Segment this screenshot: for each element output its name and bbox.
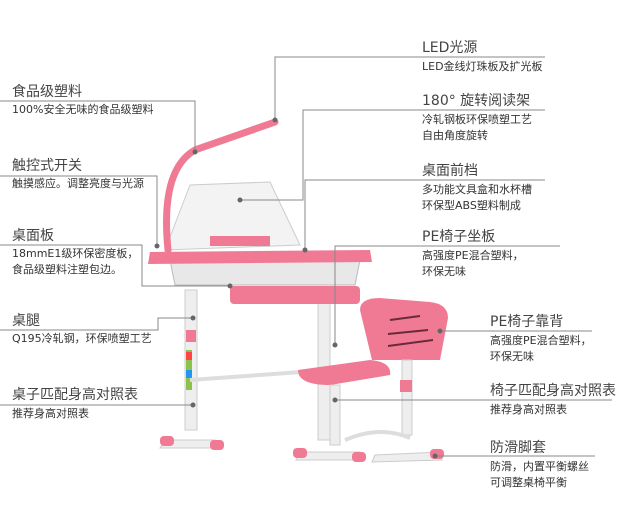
annotation-chair-backrest: PE椅子靠背 高强度PE混合塑料， 环保无味 <box>490 314 592 365</box>
annotation-desc: 可调整桌椅平衡 <box>490 476 567 489</box>
annotation-desc: 高强度PE混合塑料， <box>490 334 592 347</box>
annotation-desktop-board: 桌面板 18mmE1级环保密度板， 食品级塑料注塑包边。 <box>12 228 138 278</box>
annotation-title: 食品级塑料 <box>12 84 82 100</box>
annotation-title: 桌子匹配身高对照表 <box>12 387 138 403</box>
leader-lines <box>0 56 612 457</box>
chair <box>298 298 448 463</box>
annotation-desk-height-chart: 桌子匹配身高对照表 推荐身高对照表 <box>12 387 138 422</box>
annotation-title: 180° 旋转阅读架 <box>422 93 531 109</box>
annotation-anti-slip-feet: 防滑脚套 防滑，内置平衡螺丝 可调整桌椅平衡 <box>490 440 589 491</box>
annotation-front-guard: 桌面前档 多功能文具盒和水杯槽 环保型ABS塑料制成 <box>422 163 532 214</box>
annotation-title: LED光源 <box>422 40 478 56</box>
annotation-desc: 环保无味 <box>422 265 466 278</box>
annotation-chair-seat: PE椅子坐板 高强度PE混合塑料， 环保无味 <box>422 229 524 280</box>
annotation-chair-height-chart: 椅子匹配身高对照表 推荐身高对照表 <box>490 383 616 418</box>
annotation-desk-legs: 桌腿 Q195冷轧钢，环保喷塑工艺 <box>12 313 152 347</box>
annotation-desc: LED金线灯珠板及扩光板 <box>422 60 543 73</box>
reading-stand <box>164 181 301 251</box>
chair-seat <box>298 360 391 385</box>
annotation-title: PE椅子靠背 <box>490 314 564 330</box>
annotation-title: 椅子匹配身高对照表 <box>490 383 616 399</box>
annotation-desc: 防滑，内置平衡螺丝 <box>490 460 589 473</box>
annotation-desc: 多功能文具盒和水杯槽 <box>422 183 532 196</box>
annotation-desc: 推荐身高对照表 <box>12 407 89 420</box>
annotation-desc: 触摸感应。调整亮度与光源 <box>12 177 144 190</box>
annotation-desc: Q195冷轧钢，环保喷塑工艺 <box>12 332 152 345</box>
annotation-desc: 18mmE1级环保密度板， <box>12 247 139 260</box>
annotation-title: 桌面前档 <box>422 163 478 179</box>
annotation-desc: 环保无味 <box>490 350 534 363</box>
annotation-desc: 冷轧钢板环保喷塑工艺 <box>422 113 532 126</box>
annotation-title: 桌腿 <box>12 313 40 329</box>
annotation-desc: 高强度PE混合塑料， <box>422 249 524 262</box>
annotation-desc: 推荐身高对照表 <box>490 403 567 416</box>
annotation-desc: 环保型ABS塑料制成 <box>422 199 521 212</box>
anchor-dots <box>154 117 443 459</box>
annotation-desc: 100%安全无味的食品级塑料 <box>12 103 154 116</box>
annotation-title: 防滑脚套 <box>490 440 546 456</box>
annotation-desc: 自由角度旋转 <box>422 129 488 142</box>
annotation-title: 触控式开关 <box>12 158 82 174</box>
annotation-reading-stand: 180° 旋转阅读架 冷轧钢板环保喷塑工艺 自由角度旋转 <box>422 93 532 144</box>
annotation-led-light: LED光源 LED金线灯珠板及扩光板 <box>422 40 543 75</box>
annotation-touch-switch: 触控式开关 触摸感应。调整亮度与光源 <box>12 158 144 192</box>
annotation-title: PE椅子坐板 <box>422 229 496 245</box>
annotation-desc: 食品级塑料注塑包边。 <box>12 263 122 276</box>
annotation-food-grade-plastic: 食品级塑料 100%安全无味的食品级塑料 <box>12 84 153 118</box>
chair-backrest <box>360 298 448 360</box>
annotation-title: 桌面板 <box>12 228 54 244</box>
